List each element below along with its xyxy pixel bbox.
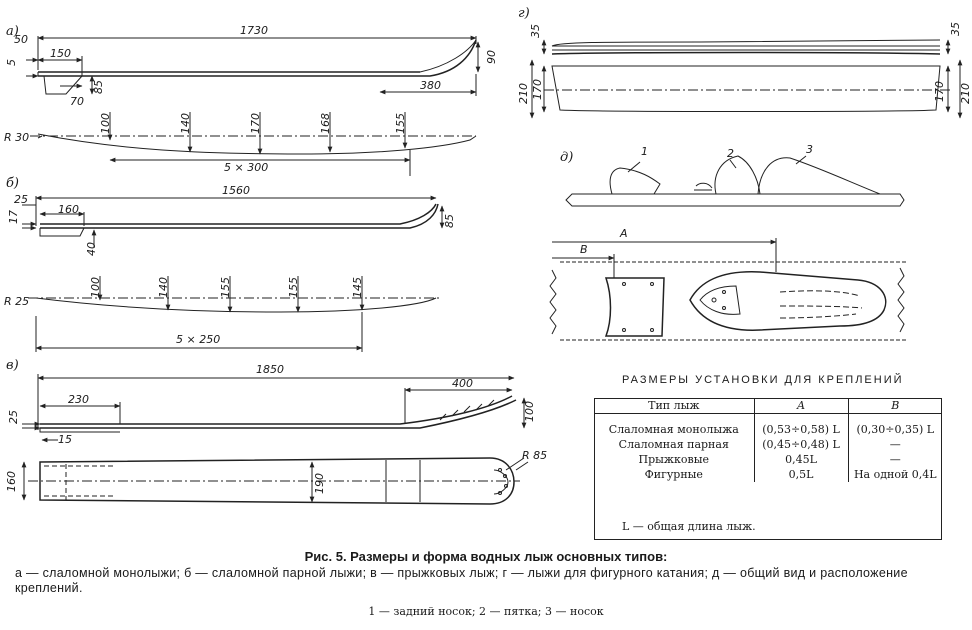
panel-a-side-view bbox=[26, 35, 481, 96]
dim-v-15: 15 bbox=[58, 433, 72, 446]
panel-d-bindings-side bbox=[565, 155, 905, 207]
binding-part-3-label: 3 bbox=[806, 143, 813, 156]
figure-caption-body: а — слаломной монолыжи; б — слаломной па… bbox=[15, 566, 908, 595]
table-cell-type: Слаломная парная bbox=[618, 438, 729, 451]
panel-a-letter: а) bbox=[6, 24, 19, 39]
dim-a-150: 150 bbox=[50, 47, 71, 60]
dim-b-w155a: 155 bbox=[219, 277, 232, 298]
dim-a-r30: R 30 bbox=[4, 131, 30, 144]
dim-g-170-right: 170 bbox=[933, 81, 946, 102]
dim-a-380: 380 bbox=[420, 79, 441, 92]
dim-v-total: 1850 bbox=[256, 363, 284, 376]
figure-caption-legend: 1 — задний носок; 2 — пятка; 3 — носок bbox=[368, 605, 604, 618]
panel-v-plan-view bbox=[21, 457, 525, 505]
table-cell-a: 0,5L bbox=[753, 467, 849, 482]
figure-caption-title: Рис. 5. Размеры и форма водных лыж основ… bbox=[304, 549, 668, 564]
dim-v-25: 25 bbox=[7, 410, 20, 424]
table-cell-b: — bbox=[847, 437, 942, 452]
dim-d-B: В bbox=[580, 243, 588, 256]
table-title: РАЗМЕРЫ УСТАНОВКИ ДЛЯ КРЕПЛЕНИЙ bbox=[622, 374, 904, 386]
dim-b-r25: R 25 bbox=[4, 295, 30, 308]
panel-g-side-view bbox=[541, 39, 951, 55]
table-note: L — общая длина лыж. bbox=[622, 520, 756, 533]
dim-b-25: 25 bbox=[14, 193, 28, 206]
binding-part-2-label: 2 bbox=[727, 147, 734, 160]
table-row: Слаломная монолыжа (0,53÷0,58) L (0,30÷0… bbox=[594, 413, 942, 437]
dim-a-w100: 100 bbox=[99, 113, 112, 134]
dim-b-85: 85 bbox=[443, 214, 456, 228]
dim-b-w100: 100 bbox=[89, 277, 102, 298]
table-cell-b: — bbox=[847, 452, 942, 467]
table-header-a: А bbox=[753, 398, 849, 414]
dim-a-50: 50 bbox=[14, 33, 28, 46]
dim-v-w190: 190 bbox=[313, 473, 326, 494]
table-header-type: Тип лыж bbox=[594, 398, 755, 414]
panel-a-plan-view bbox=[30, 112, 477, 176]
dim-a-total: 1730 bbox=[240, 24, 268, 37]
dim-a-spacing: 5 × 300 bbox=[224, 161, 269, 174]
table-cell-type: Прыжковые bbox=[638, 453, 710, 466]
dim-a-w168: 168 bbox=[319, 113, 332, 134]
table-header-b: В bbox=[847, 398, 942, 414]
table-cell-b: (0,30÷0,35) L bbox=[847, 413, 942, 437]
dim-d-A: А bbox=[620, 227, 628, 240]
dim-b-17: 17 bbox=[7, 210, 20, 224]
panel-g-plan-view bbox=[529, 59, 963, 119]
dim-a-w140: 140 bbox=[179, 113, 192, 134]
panel-b-letter: б) bbox=[6, 176, 20, 191]
dim-a-70: 70 bbox=[70, 95, 84, 108]
table-row: Фигурные 0,5L На одной 0,4L bbox=[594, 467, 942, 482]
dim-v-100: 100 bbox=[523, 401, 536, 422]
dim-g-210-left: 210 bbox=[517, 83, 530, 104]
panel-b-plan-view bbox=[28, 276, 440, 352]
dim-v-400: 400 bbox=[452, 377, 473, 390]
dim-g-170-left: 170 bbox=[531, 79, 544, 100]
dim-b-w140: 140 bbox=[157, 277, 170, 298]
dim-g-35-left: 35 bbox=[529, 24, 542, 38]
dim-b-total: 1560 bbox=[222, 184, 250, 197]
dim-v-160: 160 bbox=[5, 471, 18, 492]
table-cell-a: 0,45L bbox=[753, 452, 849, 467]
panel-g-letter: г) bbox=[518, 6, 530, 21]
panel-d-bindings-plan bbox=[549, 238, 908, 341]
table-cell-a: (0,45÷0,48) L bbox=[753, 437, 849, 452]
mounting-table: Тип лыж А В Слаломная монолыжа (0,53÷0,5… bbox=[594, 398, 942, 482]
dim-g-210-right: 210 bbox=[959, 83, 972, 104]
panel-b-side-view bbox=[22, 195, 445, 248]
panel-v-letter: в) bbox=[6, 358, 19, 373]
dim-v-230: 230 bbox=[68, 393, 89, 406]
table-cell-type: Слаломная монолыжа bbox=[608, 423, 739, 436]
dim-v-r85: R 85 bbox=[522, 449, 548, 462]
table-cell-a: (0,53÷0,58) L bbox=[753, 413, 849, 437]
table-cell-type: Фигурные bbox=[644, 468, 703, 481]
dim-a-85: 85 bbox=[92, 80, 105, 94]
table-row: Слаломная парная (0,45÷0,48) L — bbox=[594, 437, 942, 452]
dim-b-w155b: 155 bbox=[287, 277, 300, 298]
panel-d-letter: д) bbox=[560, 150, 574, 165]
dim-a-90: 90 bbox=[485, 50, 498, 64]
table-cell-b: На одной 0,4L bbox=[847, 467, 942, 482]
dim-b-160: 160 bbox=[58, 203, 79, 216]
panel-v-side-view bbox=[22, 374, 527, 443]
dim-a-w170: 170 bbox=[249, 113, 262, 134]
dim-a-5: 5 bbox=[5, 59, 18, 66]
binding-part-1-label: 1 bbox=[641, 145, 648, 158]
dim-a-w155: 155 bbox=[394, 113, 407, 134]
dim-g-35-right: 35 bbox=[949, 22, 962, 36]
dim-b-spacing: 5 × 250 bbox=[176, 333, 221, 346]
dim-b-40: 40 bbox=[85, 242, 98, 256]
table-row: Прыжковые 0,45L — bbox=[594, 452, 942, 467]
dim-b-w145: 145 bbox=[351, 277, 364, 298]
